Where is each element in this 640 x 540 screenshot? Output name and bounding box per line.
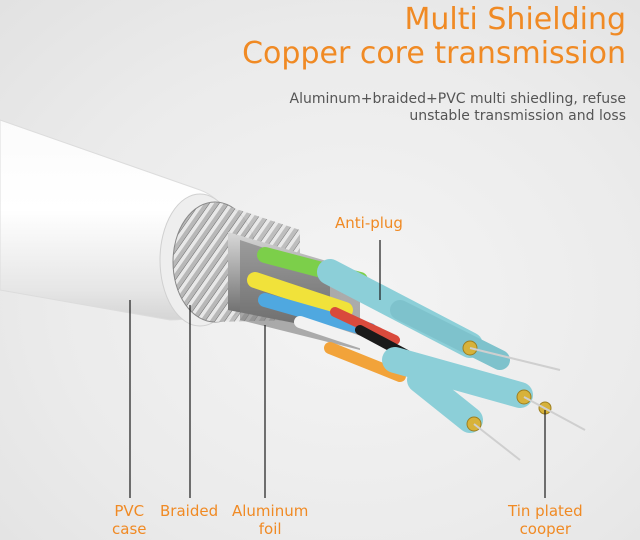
label-anti-plug: Anti-plug <box>335 214 403 232</box>
label-aluminum-line2: foil <box>258 520 282 538</box>
label-pvc-line1: PVC <box>114 502 145 520</box>
label-aluminum-foil: Aluminum foil <box>232 502 308 538</box>
label-tin-plated: Tin plated cooper <box>508 502 583 538</box>
page-title-line2: Copper core transmission <box>242 36 626 71</box>
insulated-cores <box>317 259 586 461</box>
label-aluminum-line1: Aluminum <box>232 502 309 520</box>
page-title-line1: Multi Shielding <box>404 2 626 37</box>
subtitle-line1: Aluminum+braided+PVC multi shiedling, re… <box>289 91 626 107</box>
label-tin-line2: cooper <box>519 520 572 538</box>
label-braided: Braided <box>160 502 219 520</box>
label-pvc-case: PVC case <box>112 502 146 538</box>
subtitle-line2: unstable transmission and loss <box>409 108 626 124</box>
leader-lines <box>129 240 546 498</box>
label-pvc-line2: case <box>112 520 147 538</box>
label-tin-line1: Tin plated <box>508 502 583 520</box>
